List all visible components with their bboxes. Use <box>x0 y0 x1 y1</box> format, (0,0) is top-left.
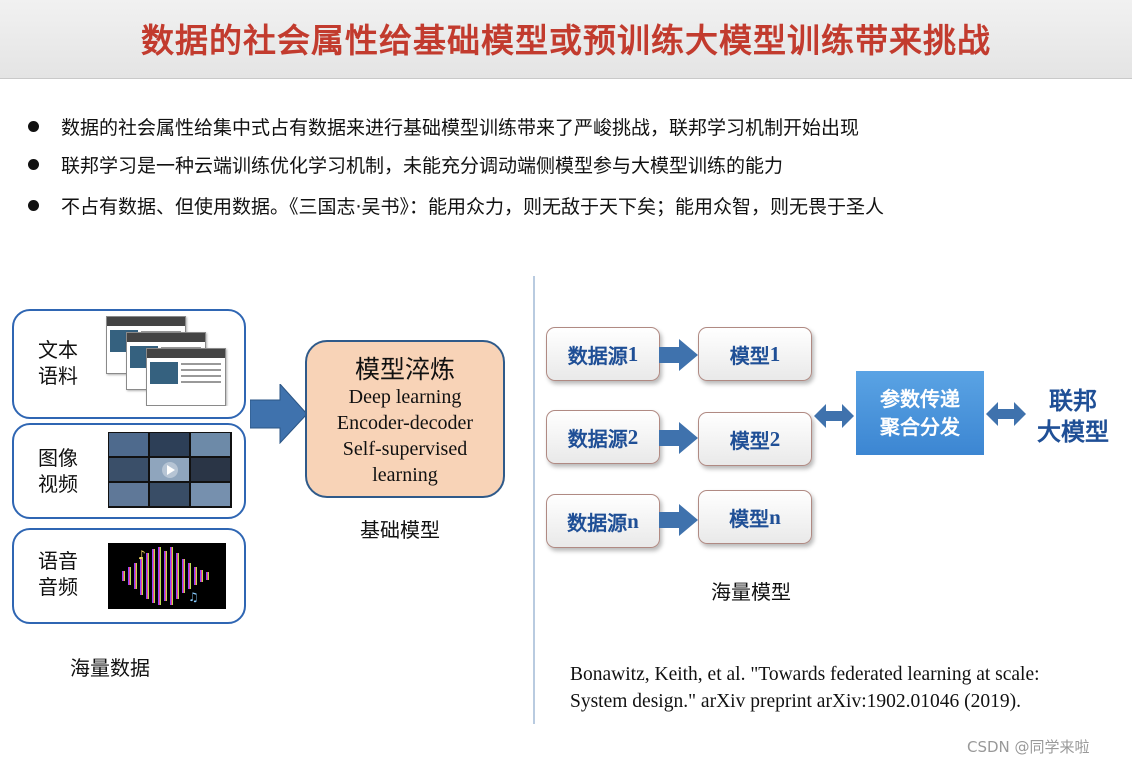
bullet-dot-icon <box>28 158 39 170</box>
source-label: 文本 语料 <box>38 337 82 389</box>
title-bar: 数据的社会属性给基础模型或预训练大模型训练带来挑战 <box>0 0 1132 79</box>
video-grid-icon <box>108 432 232 508</box>
model-label: 模型 <box>729 506 770 531</box>
section-divider <box>533 276 535 724</box>
aggregation-box: 参数传递 聚合分发 <box>856 371 984 455</box>
model-line: Self-supervised <box>342 438 468 460</box>
source-label: 语音 音频 <box>38 548 82 600</box>
source-label-line2: 音频 <box>38 575 78 599</box>
sources-caption: 海量数据 <box>70 656 150 680</box>
bullet-item: 不占有数据、但使用数据。《三国志·吴书》：能用众力，则无敌于天下矣；能用众智，则… <box>28 190 884 220</box>
source-label-line1: 图像 <box>38 446 78 470</box>
double-arrow-icon <box>814 404 854 428</box>
model-label: 模型 <box>729 428 770 453</box>
double-arrow-icon <box>986 402 1026 426</box>
arrow-right-icon <box>659 504 698 536</box>
big-arrow-right-icon <box>250 384 308 444</box>
bullet-dot-icon <box>28 120 39 132</box>
model-line: learning <box>372 464 438 486</box>
model-title: 模型淬炼 <box>354 355 455 384</box>
data-source-label: 数据源 <box>567 343 628 368</box>
page-title: 数据的社会属性给基础模型或预训练大模型训练带来挑战 <box>141 21 991 60</box>
document-stack-icon <box>104 316 232 406</box>
model-suffix: 2 <box>769 426 781 451</box>
data-source-suffix: n <box>627 508 639 533</box>
citation-line2: System design." arXiv preprint arXiv:190… <box>570 691 1021 712</box>
flow-caption: 海量模型 <box>711 580 791 604</box>
model-suffix: 1 <box>769 341 781 366</box>
arrow-right-icon <box>659 422 698 454</box>
data-source-label: 数据源 <box>567 510 628 535</box>
source-label-line2: 视频 <box>38 472 78 496</box>
citation-line1: Bonawitz, Keith, et al. "Towards federat… <box>570 664 1040 685</box>
play-icon <box>162 462 178 478</box>
bullet-text: 数据的社会属性给集中式占有数据来进行基础模型训练带来了严峻挑战，联邦学习机制开始… <box>61 116 860 139</box>
source-label-line1: 语音 <box>38 549 78 573</box>
model-suffix: n <box>769 504 781 529</box>
svg-text:♫: ♫ <box>188 590 199 604</box>
aggregation-line2: 聚合分发 <box>880 415 960 439</box>
bullet-item: 数据的社会属性给集中式占有数据来进行基础模型训练带来了严峻挑战，联邦学习机制开始… <box>28 111 859 141</box>
watermark: CSDN @同学来啦 <box>967 738 1090 756</box>
federated-model-label: 联邦 大模型 <box>1030 386 1116 448</box>
federated-line1: 联邦 <box>1049 387 1097 415</box>
bullet-text: 不占有数据、但使用数据。《三国志·吴书》：能用众力，则无敌于天下矣；能用众智，则… <box>61 195 885 218</box>
model-line: Deep learning <box>348 386 462 408</box>
model-label: 模型 <box>729 343 770 368</box>
aggregation-line1: 参数传递 <box>880 387 960 411</box>
model-caption: 基础模型 <box>360 518 440 542</box>
arrow-right-icon <box>659 339 698 371</box>
source-label-line1: 文本 <box>38 338 78 362</box>
audio-wave-icon: ♪ ♫ <box>108 543 226 609</box>
bullet-item: 联邦学习是一种云端训练优化学习机制，未能充分调动端侧模型参与大模型训练的能力 <box>28 149 783 179</box>
bullet-text: 联邦学习是一种云端训练优化学习机制，未能充分调动端侧模型参与大模型训练的能力 <box>61 154 784 177</box>
data-source-suffix: 1 <box>627 341 639 366</box>
citation: Bonawitz, Keith, et al. "Towards federat… <box>570 661 1110 715</box>
source-label-line2: 语料 <box>38 364 78 388</box>
data-source-label: 数据源 <box>567 426 628 451</box>
svg-text:♪: ♪ <box>138 548 146 562</box>
source-label: 图像 视频 <box>38 445 82 497</box>
foundation-model-box: 模型淬炼 Deep learning Encoder-decoder Self-… <box>305 340 505 498</box>
bullet-dot-icon <box>28 199 39 211</box>
data-source-suffix: 2 <box>627 424 639 449</box>
federated-line2: 大模型 <box>1037 418 1109 446</box>
model-line: Encoder-decoder <box>336 412 474 434</box>
